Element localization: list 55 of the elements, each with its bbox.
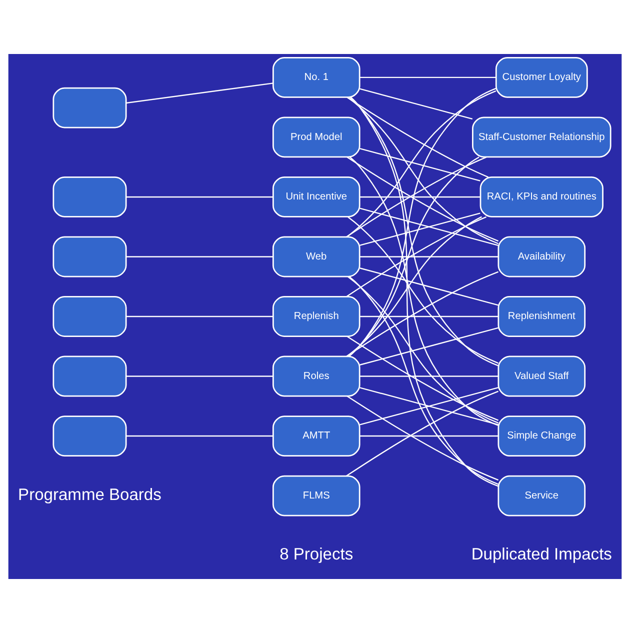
connector <box>348 276 498 485</box>
node-box <box>52 176 127 218</box>
connector <box>348 156 480 357</box>
connector <box>346 216 482 357</box>
connector <box>346 336 499 421</box>
connector <box>126 376 274 377</box>
node-box: Unit Incentive <box>272 176 360 218</box>
node-box <box>52 296 127 337</box>
node-box: Replenishment <box>498 296 586 337</box>
node-box: Availability <box>498 236 586 278</box>
node-box: RACI, KPIs and routines <box>480 176 604 218</box>
node-box <box>52 236 127 278</box>
connector <box>349 156 498 426</box>
connector <box>346 216 486 298</box>
connector <box>360 435 498 437</box>
connector <box>360 316 498 318</box>
connector <box>350 96 499 487</box>
node-box: Staff-Customer Relationship <box>472 116 612 158</box>
connector <box>360 208 498 246</box>
node-box <box>52 416 127 456</box>
connector <box>126 435 274 437</box>
node-box: Replenish <box>272 296 360 337</box>
node-box: Roles <box>272 356 360 397</box>
connector <box>360 256 498 258</box>
connector <box>348 276 498 424</box>
connector <box>360 387 498 426</box>
node-box: Simple Change <box>498 416 586 456</box>
connector <box>126 316 274 318</box>
connector <box>126 196 274 198</box>
connector <box>360 376 498 377</box>
connector <box>126 82 274 104</box>
node-box: Valued Staff <box>498 356 586 397</box>
node-box <box>52 356 127 397</box>
node-box: No. 1 <box>272 57 360 98</box>
label: 8 Projects <box>280 544 354 564</box>
connector <box>346 96 489 178</box>
connector <box>360 88 473 120</box>
connector <box>348 216 498 364</box>
node-box: Service <box>498 475 586 516</box>
connector <box>360 268 498 306</box>
node-box: Web <box>272 236 360 278</box>
label: Programme Boards <box>18 484 162 504</box>
connector <box>360 196 480 198</box>
connector <box>126 256 274 258</box>
connector <box>346 271 498 357</box>
label: Duplicated Impacts <box>471 544 612 564</box>
node-box <box>52 87 127 128</box>
node-box: AMTT <box>272 416 360 456</box>
connector <box>360 76 496 78</box>
node-box: Customer Loyalty <box>495 57 588 98</box>
connector <box>360 148 480 182</box>
node-box: Prod Model <box>272 116 360 158</box>
node-box: FLMS <box>272 475 360 516</box>
connector <box>360 212 480 246</box>
connector <box>360 327 498 366</box>
